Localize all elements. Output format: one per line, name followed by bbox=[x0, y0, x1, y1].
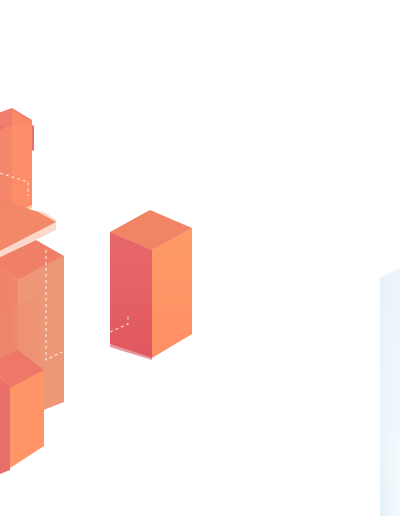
glass-panel bbox=[380, 268, 400, 516]
middle-slab bbox=[0, 199, 56, 258]
bottom-block bbox=[0, 350, 44, 474]
top-block bbox=[0, 108, 34, 218]
pillar-block bbox=[109, 210, 192, 360]
